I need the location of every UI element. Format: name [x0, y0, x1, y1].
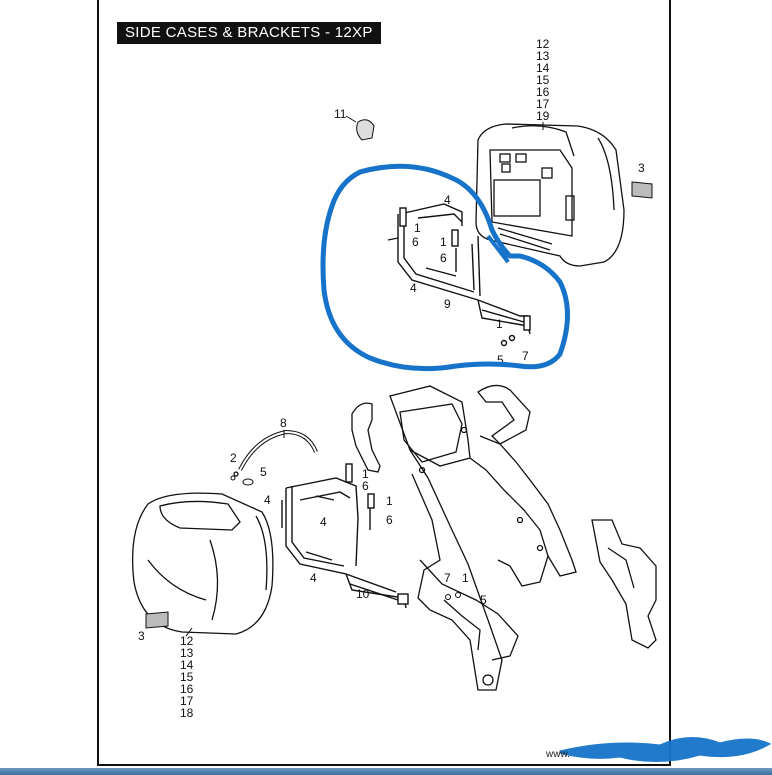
callout-16: 16 — [536, 85, 550, 99]
callout-1-uc: 1 — [496, 317, 503, 331]
left-case-callouts: 12 13 14 15 16 17 18 — [180, 627, 194, 720]
upper-bracket — [387, 203, 531, 347]
callout-4-ua: 4 — [410, 281, 417, 295]
callout-5-ua: 5 — [497, 353, 504, 367]
callout-15: 15 — [536, 73, 550, 87]
callout-17-l: 17 — [180, 694, 194, 708]
footer-scribble — [559, 737, 772, 762]
callout-6-la: 6 — [362, 479, 369, 493]
callout-18-l: 18 — [180, 706, 194, 720]
diagram-title: SIDE CASES & BRACKETS - 12XP — [117, 22, 381, 44]
footer-url[interactable]: www. — [546, 749, 570, 760]
reflector-right: 3 — [631, 161, 653, 199]
callout-10: 10 — [356, 587, 370, 601]
callout-14-l: 14 — [180, 658, 194, 672]
callout-2: 2 — [230, 451, 237, 465]
grab-rail-left — [351, 402, 381, 473]
callout-1-ub: 1 — [440, 235, 447, 249]
callout-1-ua: 1 — [414, 221, 421, 235]
callout-8: 8 — [280, 416, 287, 430]
callout-16-l: 16 — [180, 682, 194, 696]
right-case-callouts: 12 13 14 15 16 17 19 — [536, 37, 550, 130]
part-11: 11 — [334, 107, 375, 141]
callout-4-lc: 4 — [310, 571, 317, 585]
lower-bracket — [281, 463, 409, 609]
callout-3-left: 3 — [138, 629, 145, 643]
grab-rail-right — [477, 384, 531, 445]
reflector-left: 3 — [138, 611, 169, 643]
callout-11: 11 — [334, 107, 347, 121]
callout-13: 13 — [536, 49, 550, 63]
callout-15-l: 15 — [180, 670, 194, 684]
left-side-case — [131, 492, 274, 635]
callout-1-la: 1 — [362, 467, 369, 481]
highlight-circle — [320, 163, 570, 372]
callout-4-top: 4 — [444, 193, 451, 207]
callout-7-l: 7 — [444, 571, 451, 585]
callout-17: 17 — [536, 97, 550, 111]
part-8 — [233, 429, 318, 477]
callout-12-l: 12 — [180, 634, 194, 648]
bottom-bar — [0, 768, 772, 775]
callout-4-lb: 4 — [320, 515, 327, 529]
callout-6-ua: 6 — [412, 235, 419, 249]
callout-6-ub: 6 — [440, 251, 447, 265]
callout-9: 9 — [444, 297, 451, 311]
callout-6-lb: 6 — [386, 513, 393, 527]
callout-7-ua: 7 — [522, 349, 529, 363]
callout-1-lb: 1 — [386, 494, 393, 508]
side-plate — [591, 519, 657, 649]
callout-1-lc: 1 — [462, 571, 469, 585]
callout-4-la: 4 — [264, 493, 271, 507]
callout-3-right: 3 — [638, 161, 645, 175]
callout-14: 14 — [536, 61, 550, 75]
upper-bracket-callouts: 4 1 6 1 6 4 9 1 5 7 — [410, 193, 529, 367]
callout-12: 12 — [536, 37, 550, 51]
subframe — [389, 385, 577, 691]
lower-callouts: 8 2 5 4 4 4 6 1 1 6 10 7 1 5 — [230, 416, 487, 607]
callout-5-la: 5 — [260, 465, 267, 479]
callout-13-l: 13 — [180, 646, 194, 660]
right-side-case — [475, 123, 625, 267]
callout-19: 19 — [536, 109, 550, 123]
callout-5-lb: 5 — [480, 593, 487, 607]
